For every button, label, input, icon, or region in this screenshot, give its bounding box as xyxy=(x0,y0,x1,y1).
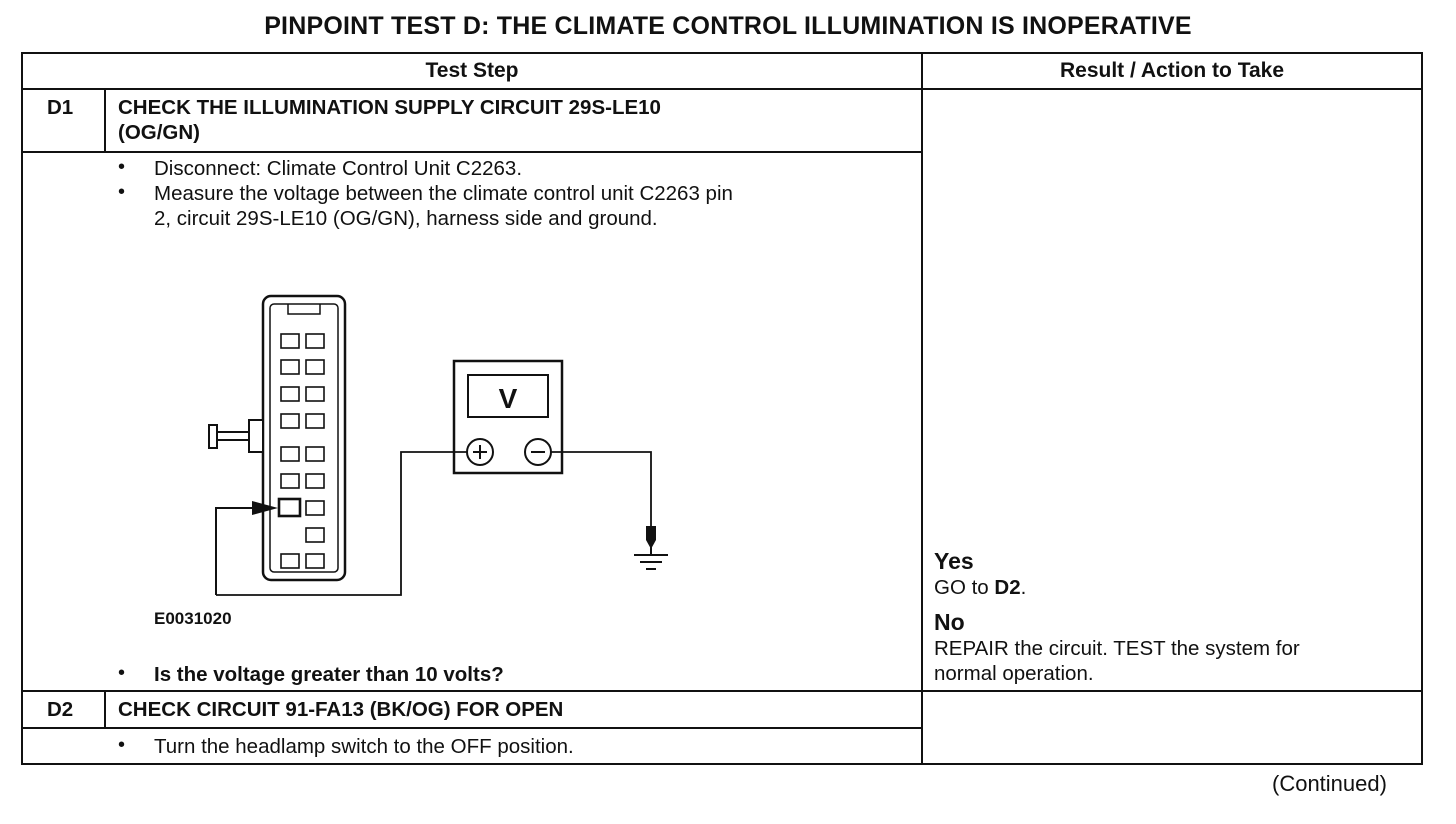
result-yes-action: GO to D2. xyxy=(934,576,1027,599)
probe-wire xyxy=(215,507,258,595)
figure-id: E0031020 xyxy=(154,609,232,628)
connector-top-notch xyxy=(287,304,321,315)
d2-heading-bottom-border xyxy=(21,727,922,729)
result-no-action-line2: normal operation. xyxy=(934,662,1094,685)
ground-probe xyxy=(646,526,656,540)
d1-bullet-1: Disconnect: Climate Control Unit C2263. xyxy=(154,157,523,180)
column-divider xyxy=(921,52,923,765)
connector-housing xyxy=(261,294,347,582)
bullet-marker: • xyxy=(118,662,126,684)
bullet-marker: • xyxy=(118,734,126,756)
connector-voltmeter-diagram: V xyxy=(208,294,668,596)
page-title: PINPOINT TEST D: THE CLIMATE CONTROL ILL… xyxy=(264,12,1192,40)
table-bottom-border xyxy=(21,763,1423,765)
header-bottom-border xyxy=(21,88,1423,90)
continued-label: (Continued) xyxy=(1272,771,1387,796)
negative-lead xyxy=(551,451,652,530)
d1-bullet-2-cont: 2, circuit 29S-LE10 (OG/GN), harness sid… xyxy=(154,207,658,230)
step-id-d2: D2 xyxy=(47,698,74,721)
d2-bullet-1: Turn the headlamp switch to the OFF posi… xyxy=(154,735,574,758)
connector-inner xyxy=(269,303,339,573)
d1-id-divider xyxy=(104,88,106,152)
voltmeter-display xyxy=(467,374,549,418)
bullet-marker: • xyxy=(118,156,126,178)
result-yes-label: Yes xyxy=(934,548,974,574)
d1-heading-line1: CHECK THE ILLUMINATION SUPPLY CIRCUIT 29… xyxy=(118,96,661,119)
d1-bullet-2: Measure the voltage between the climate … xyxy=(154,182,733,205)
d1-question: Is the voltage greater than 10 volts? xyxy=(154,663,504,686)
connector-lock-tab xyxy=(208,419,264,453)
d1-row-bottom-border xyxy=(21,690,1423,692)
table-left-border xyxy=(21,52,23,765)
probed-pin xyxy=(277,497,302,518)
positive-lead xyxy=(216,451,467,596)
bullet-marker: • xyxy=(118,181,126,203)
table-right-border xyxy=(1421,52,1423,765)
d1-heading-line2: (OG/GN) xyxy=(118,121,200,144)
d2-heading: CHECK CIRCUIT 91-FA13 (BK/OG) FOR OPEN xyxy=(118,698,564,721)
header-test-step: Test Step xyxy=(425,59,519,82)
ground-symbol xyxy=(634,554,668,570)
d2-id-divider xyxy=(104,690,106,728)
header-result: Result / Action to Take xyxy=(1059,59,1285,82)
table-top-border xyxy=(21,52,1423,54)
result-no-action-line1: REPAIR the circuit. TEST the system for xyxy=(934,637,1300,660)
d1-heading-bottom-border xyxy=(21,151,922,153)
voltmeter-label: V xyxy=(499,383,518,414)
step-id-d1: D1 xyxy=(47,96,74,119)
probe-arrow xyxy=(252,501,278,515)
result-no-label: No xyxy=(934,609,965,635)
